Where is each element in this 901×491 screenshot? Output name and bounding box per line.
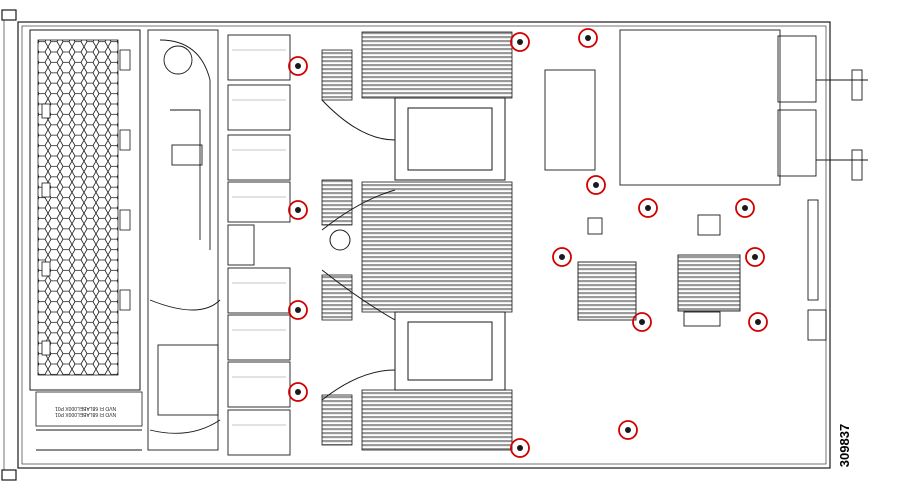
highlighted-screws (288, 28, 768, 458)
fan-module-row (227, 34, 291, 456)
screw-centers (295, 35, 761, 451)
cpu-heatsinks (321, 97, 506, 401)
screw-highlight (288, 382, 308, 402)
screw-highlight (586, 175, 606, 195)
screw-highlight (745, 247, 765, 267)
figure-number: 309837 (830, 420, 860, 470)
screw-highlight (632, 312, 652, 332)
screw-highlight (748, 312, 768, 332)
screw-highlight (288, 300, 308, 320)
dimm-banks (321, 31, 513, 451)
screw-highlight (618, 420, 638, 440)
cable-riser-area (147, 29, 255, 451)
motherboard-right (544, 29, 868, 341)
screw-highlight (510, 32, 530, 52)
screw-highlight (288, 56, 308, 76)
screw-highlight (638, 198, 658, 218)
screw-highlight (288, 200, 308, 220)
tray-label-line: NVO FI 68LABEL000X P01 (55, 411, 117, 417)
chassis-outline (1, 9, 831, 481)
cable-tray-label: NVO FI 68LABEL000X P01 NVO FI 68LABEL000… (36, 400, 136, 422)
screw-highlight (510, 438, 530, 458)
front-drive-cage (29, 29, 143, 451)
screw-highlight (578, 28, 598, 48)
screw-highlight (735, 198, 755, 218)
figure-number-text: 309837 (837, 423, 853, 467)
screw-highlight (552, 247, 572, 267)
